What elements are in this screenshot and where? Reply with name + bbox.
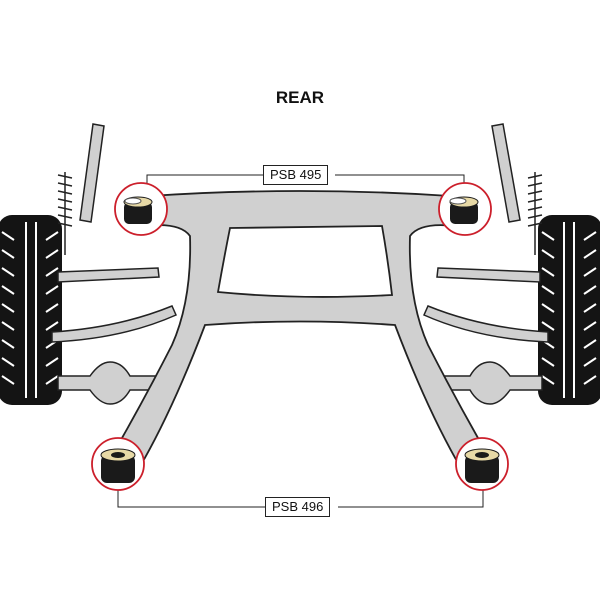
right-curved-link (423, 305, 549, 343)
left-damper (79, 123, 105, 223)
bush-psb495-right[interactable] (438, 182, 492, 236)
psb495-leader-right (335, 174, 465, 190)
bush-psb496-right[interactable] (455, 437, 509, 491)
bush-psb495-left[interactable] (114, 182, 168, 236)
psb496-leader-right (338, 490, 484, 508)
springs (57, 172, 543, 255)
part-label-psb495[interactable]: PSB 495 (263, 165, 329, 185)
diagram-title: REAR (275, 88, 325, 107)
part-label-psb496[interactable]: PSB 496 (265, 497, 331, 517)
left-curved-link (51, 305, 177, 343)
rear-subframe (120, 190, 480, 472)
right-upper-link (436, 267, 541, 283)
left-tyre (0, 215, 62, 405)
links (51, 267, 549, 405)
psb496-leader (117, 490, 265, 508)
dampers (79, 123, 521, 223)
left-upper-link (57, 267, 160, 283)
right-damper (491, 123, 521, 223)
bush-psb496-left[interactable] (91, 437, 145, 491)
right-tyre (538, 215, 600, 405)
psb495-leader (146, 174, 263, 190)
